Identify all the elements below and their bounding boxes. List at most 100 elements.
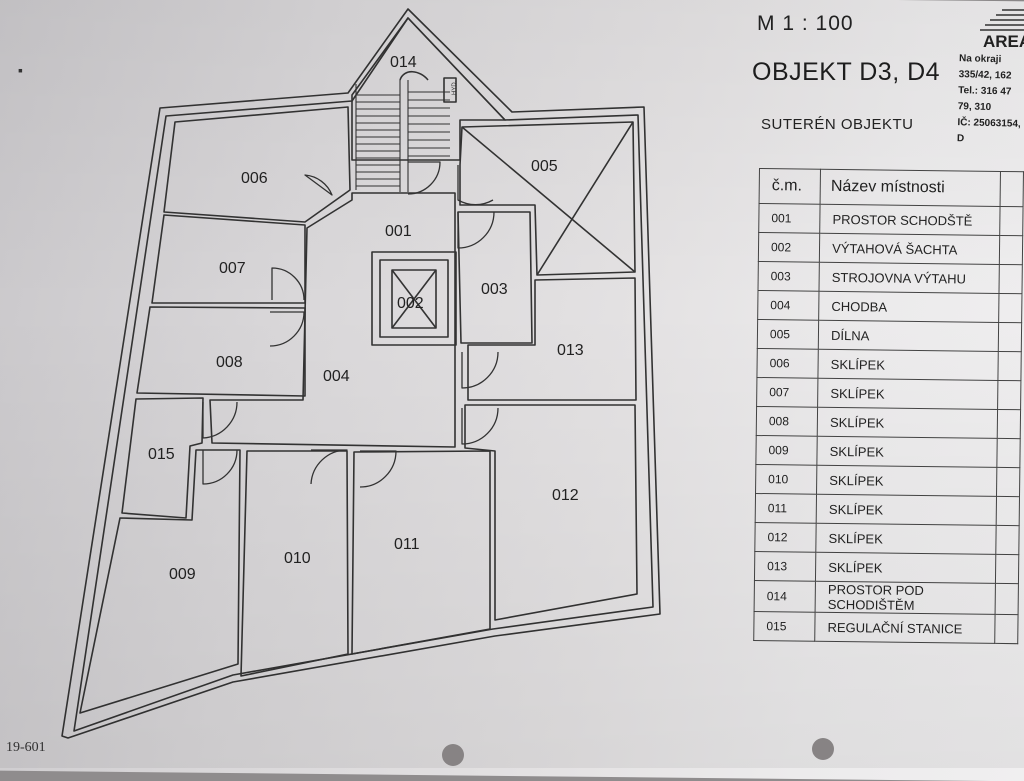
hydrant-label: HYD. (452, 80, 458, 95)
punch-hole (442, 744, 464, 766)
header-room-name: Název místnosti (820, 169, 1001, 207)
room-013-outline (467, 277, 637, 401)
scale-label: M 1 : 100 (757, 12, 854, 35)
room-label-013: 013 (557, 342, 584, 359)
room-number: 007 (756, 377, 819, 408)
floor-subtitle: SUTERÉN OBJEKTU (761, 116, 914, 133)
room-number: 008 (756, 406, 818, 437)
room-number: 003 (758, 261, 820, 292)
hydrant-box (443, 77, 457, 103)
elevator-shaft-outer (371, 251, 457, 346)
company-stamp: Na okraji 335/42, 162 Tel.: 316 47 79, 3… (957, 51, 1024, 149)
door-010 (310, 449, 348, 485)
room-label-002: 002 (397, 295, 424, 312)
room-number: 010 (755, 464, 817, 495)
object-title: OBJEKT D3, D4 (752, 58, 941, 86)
room-name: STROJOVNA VÝTAHU (819, 262, 1000, 294)
company-logo-text: AREA (983, 32, 1024, 51)
room-name: SKLÍPEK (816, 436, 998, 468)
door-005 (457, 165, 494, 206)
room-label-003: 003 (481, 281, 508, 298)
room-005-diagonal (461, 126, 636, 273)
room-name: SKLÍPEK (817, 407, 998, 439)
corner-mark: ▪ (18, 62, 23, 78)
room-name: PROSTOR SCHODŠTĚ (819, 204, 1001, 236)
room-name: SKLÍPEK (816, 494, 997, 526)
room-name: SKLÍPEK (815, 552, 997, 584)
punch-hole (812, 738, 834, 760)
door-006 (304, 174, 333, 196)
company-logo-graphic (980, 9, 1024, 31)
door-011 (359, 450, 397, 488)
stair-landing-curve (399, 70, 429, 81)
room-number: 005 (757, 319, 819, 350)
room-number: 011 (755, 493, 817, 524)
room-label-014: 014 (390, 54, 417, 71)
room-number: 015 (753, 611, 816, 642)
room-name: REGULAČNÍ STANICE (814, 612, 996, 644)
room-number: 002 (758, 232, 820, 263)
room-005-outline (459, 121, 636, 276)
room-number: 006 (756, 348, 819, 379)
door-012 (461, 407, 499, 445)
room-name: DÍLNA (818, 320, 999, 352)
room-009-outline (79, 449, 241, 714)
room-label-011: 011 (394, 536, 420, 553)
room-label-004: 004 (323, 368, 350, 385)
room-label-006: 006 (241, 170, 268, 187)
outer-wall-inner (73, 17, 654, 732)
room-number: 014 (754, 580, 816, 613)
room-name: PROSTOR POD SCHODIŠTĚM (815, 581, 996, 615)
room-label-009: 009 (169, 566, 196, 583)
company-address: Na okraji 335/42, 162 (958, 53, 1012, 82)
room-number: 004 (757, 290, 820, 321)
room-007-outline (151, 214, 306, 304)
room-name: CHODBA (818, 291, 1000, 323)
room-008-outline (136, 306, 306, 397)
room-005-diagonal (536, 121, 634, 276)
outer-wall (61, 8, 661, 739)
room-name: SKLÍPEK (818, 349, 999, 381)
room-label-007: 007 (219, 260, 246, 277)
room-number: 013 (754, 551, 816, 582)
company-id: IČ: 25063154, D (956, 117, 1021, 145)
elevator-diagonal (391, 269, 437, 329)
room-label-015: 015 (148, 446, 175, 463)
room-number: 001 (758, 203, 821, 234)
room-006-outline (163, 106, 351, 223)
room-number: 012 (754, 522, 817, 553)
room-name: VÝTAHOVÁ ŠACHTA (819, 233, 1000, 265)
room-label-001: 001 (385, 223, 412, 240)
header-room-number: č.m. (759, 168, 821, 205)
room-010-outline (240, 450, 349, 677)
room-label-012: 012 (552, 487, 579, 504)
room-label-010: 010 (284, 550, 311, 567)
stair-core-outline (351, 17, 506, 161)
door-003 (457, 211, 495, 249)
door-001 (407, 161, 441, 195)
floor-plan: 014 006 005 001 007 003 002 013 008 004 … (61, 8, 661, 739)
stair-treads (355, 80, 450, 192)
door-015 (202, 401, 238, 439)
company-phone: Tel.: 316 47 79, 310 (957, 85, 1012, 114)
door-009 (202, 449, 238, 485)
door-swings (202, 161, 499, 488)
room-003-outline (457, 211, 533, 344)
room-015-outline (121, 397, 204, 519)
